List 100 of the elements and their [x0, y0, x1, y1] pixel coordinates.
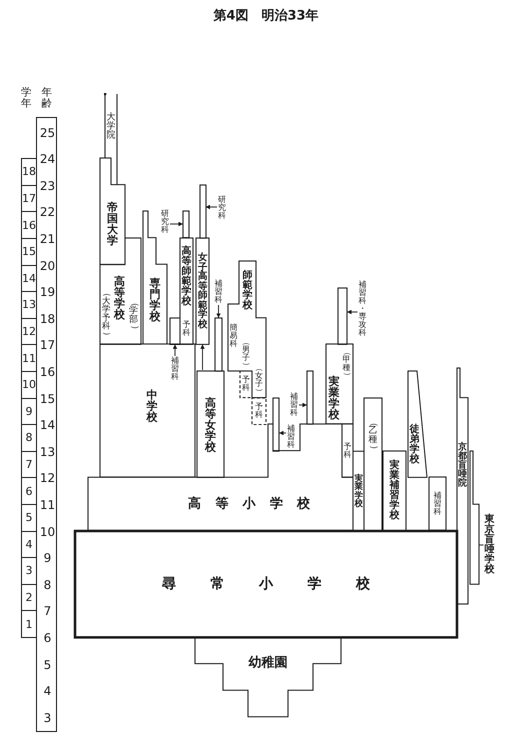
leader-arrow: [346, 310, 358, 314]
school-box: [142, 210, 168, 346]
age-number: 25: [40, 126, 56, 139]
column-header: 年齢: [41, 88, 52, 108]
school-name: 高等学校: [114, 276, 125, 320]
course-bar: [182, 210, 190, 239]
course-label: 補習科: [290, 393, 298, 417]
age-number: 11: [40, 499, 56, 511]
grade-cell: 1: [21, 610, 37, 638]
school-name: 帝国大学: [107, 202, 118, 246]
age-number: 18: [40, 312, 56, 325]
age-number: 19: [40, 286, 56, 298]
age-number: 10: [40, 526, 56, 538]
sub-label: （甲種）: [342, 348, 350, 380]
school-box: [352, 396, 383, 532]
age-number: 9: [44, 552, 52, 564]
sub-label: （乙種）: [368, 418, 378, 454]
sub-label: （学部）: [129, 298, 138, 334]
age-number: 8: [44, 578, 52, 591]
grade-cell: 14: [21, 264, 37, 292]
course-bar: [337, 287, 348, 346]
course-bar: [306, 370, 314, 426]
sub-label: 簡易科: [230, 324, 238, 348]
school-name: 尋常小学校: [162, 576, 370, 591]
course-label: 東京盲唖学校: [484, 515, 494, 575]
age-number: 17: [40, 339, 56, 352]
school-name: 徒弟学校: [410, 425, 420, 465]
leader-arrow: [298, 402, 308, 408]
age-number: 12: [40, 472, 56, 484]
school-box: [407, 370, 428, 478]
school-box: [428, 476, 447, 532]
school-name: 高等女学校: [205, 398, 216, 452]
school-name: 実業補習学校: [390, 460, 400, 521]
grade-cell: 12: [21, 318, 37, 346]
course-bar: [272, 396, 280, 452]
sub-label: （大学予科）: [102, 288, 110, 340]
school-box: [195, 237, 210, 346]
age-number: 20: [40, 260, 56, 272]
school-name: 高等小学校: [188, 497, 310, 510]
age-number: 5: [44, 658, 52, 671]
open-column: [104, 93, 118, 186]
course-label: 補習科: [287, 425, 295, 449]
arrow: [200, 344, 205, 370]
sub-label: 予科: [242, 376, 250, 392]
figure-title: 第4図 明治33年: [213, 10, 319, 22]
course-label: 研究科: [218, 196, 226, 220]
course-label: 補習科: [214, 280, 222, 304]
sub-label: （男子）: [242, 338, 250, 370]
school-box: [179, 237, 194, 346]
school-name: 実業学校: [354, 474, 363, 509]
grade-cell: 10: [21, 371, 37, 399]
school-box: [99, 343, 196, 478]
school-box: [382, 450, 407, 532]
sub-label: 大学院: [106, 114, 116, 140]
school-name: 専門学校: [150, 278, 160, 322]
sub-label: 予科: [182, 321, 190, 337]
sub-label: （女子）: [255, 364, 263, 396]
school-name: 高等師範学校: [182, 247, 192, 307]
age-number: 3: [44, 712, 52, 724]
grade-cell: 17: [21, 184, 37, 212]
school-box: [196, 370, 225, 478]
age-number: 23: [40, 180, 56, 192]
age-number: 6: [44, 632, 52, 644]
course-bar: [169, 316, 181, 346]
leader-line: [478, 544, 484, 546]
course-bar: [469, 450, 480, 585]
course-bar: [198, 184, 206, 239]
dashed-box: [239, 370, 253, 399]
school-box: [73, 528, 459, 639]
sub-label: 補習科: [434, 492, 442, 516]
grade-cell: 13: [21, 291, 37, 319]
age-number: 13: [40, 446, 56, 458]
age-number: 15: [40, 392, 56, 405]
age-number: 21: [40, 233, 56, 245]
age-number: 7: [44, 605, 52, 618]
age-number: 24: [40, 153, 56, 166]
age-number: 16: [40, 366, 56, 378]
grade-cell: 18: [21, 158, 37, 186]
leader-arrow: [170, 222, 184, 226]
school-box: [227, 260, 267, 399]
school-box: [99, 157, 126, 266]
school-name: 師範学校: [242, 271, 252, 311]
grade-cell: 16: [21, 211, 37, 239]
grade-cell: 15: [21, 238, 37, 266]
leader-arrow: [216, 304, 221, 318]
school-name: 中学校: [146, 389, 158, 422]
age-number: 4: [44, 685, 52, 698]
course-bar: [214, 316, 223, 372]
course-label: 補習科・専攻科: [358, 281, 366, 337]
leader-arrow: [278, 430, 286, 436]
course-label: 補習科: [171, 356, 179, 381]
dashed-box: [251, 396, 267, 426]
sub-label: 予科: [344, 442, 352, 459]
school-name: 幼稚園: [248, 656, 288, 670]
age-number: 22: [40, 206, 56, 218]
school-name: 実業学校: [328, 376, 340, 420]
course-label: 研究科: [161, 210, 169, 234]
column-header: 学年: [20, 88, 32, 108]
age-number: 14: [40, 419, 56, 432]
leader-arrow: [172, 344, 178, 356]
